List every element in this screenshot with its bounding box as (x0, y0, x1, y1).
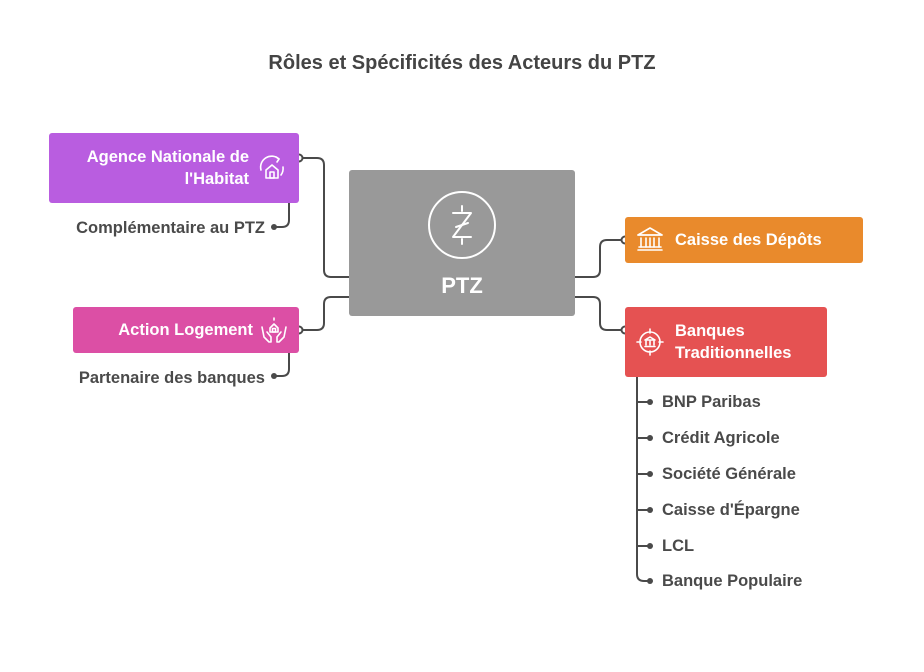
hands-house-icon (261, 317, 287, 343)
connector-banks-trunk (636, 377, 650, 582)
center-label: PTZ (441, 273, 483, 298)
zloty-icon (428, 191, 496, 259)
connector-caisse-depots (575, 239, 625, 278)
connector-anah-note (274, 203, 290, 228)
bank-item: Crédit Agricole (662, 429, 780, 447)
node-bt-label: Banques Traditionnelles (675, 322, 792, 362)
node-al-label: Action Logement (118, 321, 253, 339)
bank-item: Caisse d'Épargne (662, 501, 800, 519)
bank-target-icon (636, 328, 664, 356)
bank-item: Société Générale (662, 465, 796, 483)
node-cdd-label: Caisse des Dépôts (675, 231, 822, 249)
bank-item: BNP Paribas (662, 393, 761, 411)
connector-al-note (274, 353, 290, 377)
node-caisse-des-depots: Caisse des Dépôts (625, 217, 863, 263)
node-banques-traditionnelles: Banques Traditionnelles (625, 307, 827, 377)
connector-anah (299, 157, 349, 278)
connector-action-logement (299, 296, 349, 331)
node-action-logement: Action Logement (73, 307, 299, 353)
node-agence-nationale-habitat: Agence Nationale de l'Habitat (49, 133, 299, 203)
bank-building-icon (637, 227, 663, 251)
diagram-title: Rôles et Spécificités des Acteurs du PTZ (268, 52, 656, 74)
connector-banques (575, 296, 625, 331)
note-action-logement: Partenaire des banques (78, 369, 265, 387)
center-node-ptz: PTZ (349, 170, 575, 316)
house-refresh-icon (259, 155, 284, 179)
bank-item: LCL (662, 537, 695, 555)
bank-item: Banque Populaire (662, 572, 803, 590)
node-anah-label: Agence Nationale de l'Habitat (86, 148, 249, 188)
note-anah: Complémentaire au PTZ (76, 219, 265, 237)
